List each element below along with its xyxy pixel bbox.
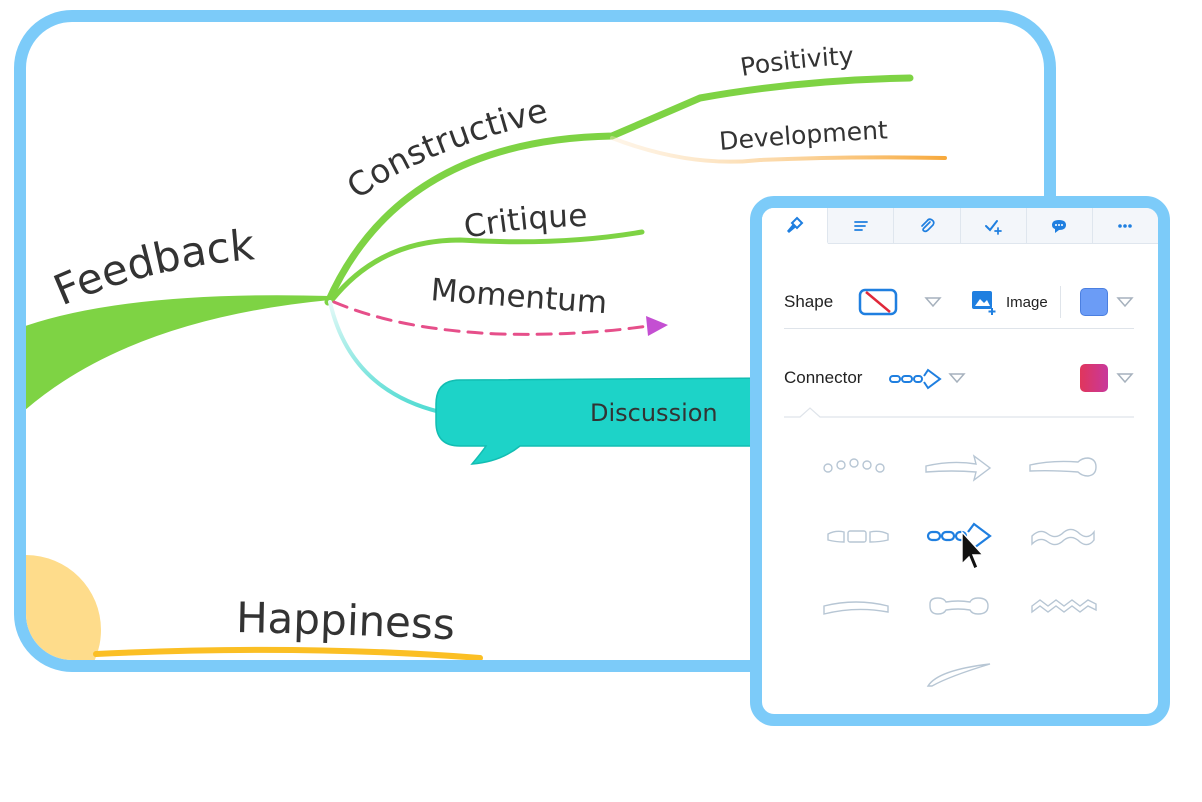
format-panel: Shape Image Connector (750, 196, 1170, 726)
connector-style-dumbbell[interactable] (922, 592, 994, 626)
mouse-cursor-icon (961, 530, 985, 570)
fill-color-swatch[interactable] (1080, 288, 1108, 316)
check-plus-icon (985, 219, 1002, 235)
connector-style-curved-bar[interactable] (820, 592, 892, 626)
connector-style-tapered[interactable] (922, 658, 994, 692)
connector-style-dots[interactable] (818, 448, 890, 482)
connector-row: Connector (762, 360, 1158, 400)
shape-dropdown-chevron-icon[interactable] (924, 296, 942, 308)
tab-format[interactable] (762, 208, 829, 244)
connector-menu-notch (784, 407, 1134, 418)
critique-branch-line (329, 229, 645, 303)
connector-color-chevron-icon[interactable] (1116, 372, 1134, 384)
fill-color-chevron-icon[interactable] (1116, 296, 1134, 308)
discussion-label[interactable]: Discussion (590, 399, 718, 427)
connector-style-wave[interactable] (1026, 520, 1098, 554)
image-icon[interactable] (970, 288, 998, 316)
happiness-label[interactable]: Happiness (236, 593, 456, 649)
connector-style-arrow[interactable] (922, 448, 994, 482)
tab-task[interactable] (961, 208, 1027, 243)
shape-row: Shape Image (762, 284, 1158, 324)
momentum-branch-line (332, 300, 650, 336)
text-lines-icon (853, 220, 868, 231)
shape-row-separator (1060, 286, 1061, 318)
shape-none-button[interactable] (858, 288, 898, 316)
tab-attachment[interactable] (894, 208, 961, 243)
shape-label: Shape (784, 292, 834, 311)
happiness-branch-line (93, 646, 483, 660)
image-label[interactable]: Image (1006, 294, 1048, 311)
positivity-branch-line (610, 76, 912, 138)
discussion-bubble[interactable] (435, 377, 781, 465)
mindmap-svg: Feedback Constructive Positivity Develop… (26, 41, 947, 660)
happiness-node-blob (26, 555, 101, 660)
tab-comment[interactable] (1027, 208, 1093, 243)
panel-divider (784, 328, 1134, 329)
connector-style-preview-icon[interactable] (888, 368, 944, 390)
discussion-branch-line (328, 300, 442, 414)
development-branch-line (610, 136, 947, 164)
central-branch-line (26, 295, 330, 410)
tab-more[interactable] (1093, 208, 1158, 243)
connector-color-swatch[interactable] (1080, 364, 1108, 392)
connector-dropdown-chevron-icon[interactable] (948, 372, 966, 384)
connector-style-ball-end[interactable] (1026, 448, 1098, 482)
comment-icon (1052, 219, 1067, 233)
momentum-label[interactable]: Momentum (430, 272, 609, 321)
connector-style-blocks[interactable] (820, 520, 892, 554)
tab-text[interactable] (828, 208, 895, 243)
connector-style-links-arrow-selected[interactable] (922, 520, 994, 554)
paperclip-icon (921, 217, 935, 232)
development-label[interactable]: Development (718, 115, 888, 155)
more-dots-icon (1118, 223, 1133, 228)
positivity-label[interactable]: Positivity (738, 41, 854, 82)
paintbrush-icon (786, 216, 803, 234)
momentum-arrowhead (646, 316, 668, 336)
connector-style-zigzag[interactable] (1026, 592, 1098, 626)
connector-style-grid (818, 448, 1098, 692)
panel-tab-bar (762, 208, 1158, 244)
connector-label: Connector (784, 368, 863, 387)
